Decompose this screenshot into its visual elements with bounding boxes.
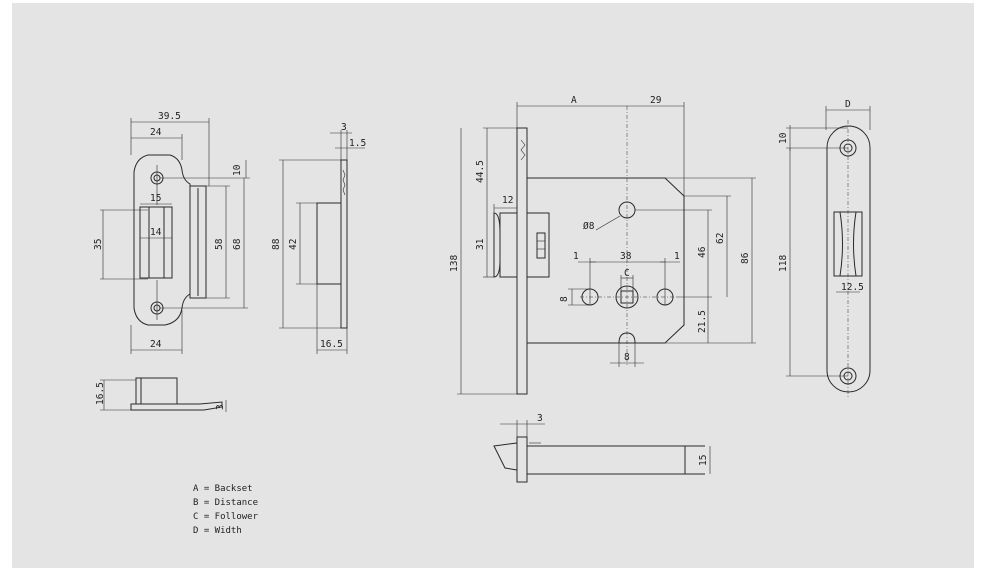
strike-plate-dimensions: 39.5 24 35 15 14 10 58 68 24	[93, 111, 250, 354]
dim-follower: C	[624, 268, 630, 279]
dim-21-5: 21.5	[697, 310, 708, 333]
legend-item: B = Distance	[193, 498, 258, 508]
dim-follower-spacing: 38	[620, 251, 632, 262]
dim-strike-side-height: 16.5	[95, 382, 106, 405]
drawing-sheet: 39.5 24 35 15 14 10 58 68 24	[12, 3, 974, 568]
dim-distance: 29	[650, 95, 662, 106]
dim-faceplate-hole-offset: 10	[778, 132, 789, 144]
dim-strike-overall-height: 68	[232, 238, 243, 250]
faceplate	[826, 120, 871, 398]
dim-bolt-projection: 12	[502, 195, 513, 206]
dim-strike-slot-width: 15	[150, 193, 161, 204]
dim-latch-depth: 16.5	[320, 339, 343, 350]
dim-slot-width: 8	[624, 352, 630, 363]
bolt-detail-dimensions: 3 15	[500, 413, 711, 474]
strike-side-view	[130, 377, 223, 411]
dim-46: 46	[697, 246, 708, 258]
latch-side-dimensions: 3 1.5 88 42 16.5	[271, 122, 366, 354]
dim-strike-inner-height: 58	[214, 238, 225, 250]
dim-body-height: 138	[449, 255, 460, 272]
dim-faceplate-length: 118	[778, 255, 789, 272]
dim-top-offset: 44.5	[475, 160, 486, 183]
strike-side-dimensions: 16.5 3	[95, 379, 227, 412]
dim-86: 86	[740, 252, 751, 264]
dim-gap-right: 1	[674, 251, 680, 262]
dim-faceplate-slot: 12.5	[841, 282, 864, 293]
dim-backset: A	[571, 95, 577, 106]
dim-faceplate-width: D	[845, 99, 851, 110]
bolt-detail	[493, 436, 705, 483]
faceplate-dimensions: D 10 118 12.5	[778, 99, 871, 377]
lock-body-dimensions: A 29 44.5 138 12 31 Ø8 38 1 1 C	[449, 95, 756, 395]
dim-62: 62	[715, 233, 726, 244]
dim-bolt-flange: 3	[537, 413, 543, 424]
technical-drawing: 39.5 24 35 15 14 10 58 68 24	[93, 95, 871, 536]
dim-latch-h-outer: 88	[271, 238, 282, 250]
dim-strike-width-bottom: 24	[150, 339, 162, 350]
dim-latch-h-inner: 42	[288, 239, 299, 250]
dim-strike-width-total: 39.5	[158, 111, 181, 122]
dim-bolt-height: 31	[475, 238, 486, 250]
dim-strike-width-top: 24	[150, 127, 162, 138]
dim-strike-side-thickness: 3	[215, 404, 226, 410]
legend: A = Backset B = Distance C = Follower D …	[193, 484, 259, 536]
dim-pin-height: 8	[559, 296, 570, 302]
dim-gap-left: 1	[573, 251, 579, 262]
lock-body	[493, 106, 685, 395]
dim-strike-slot-height: 35	[93, 239, 104, 250]
legend-item: D = Width	[193, 526, 242, 536]
legend-item: C = Follower	[193, 512, 259, 522]
dim-bolt-width: 15	[698, 455, 709, 466]
dim-strike-inner-width: 14	[150, 227, 162, 238]
latch-side-view	[316, 159, 348, 329]
legend-item: A = Backset	[193, 484, 253, 494]
dim-latch-t1: 3	[341, 122, 347, 133]
dim-hole-diameter: Ø8	[583, 221, 595, 232]
strike-plate-front	[133, 154, 207, 326]
dim-latch-t2: 1.5	[349, 138, 366, 149]
dim-strike-hole-offset: 10	[232, 164, 243, 176]
